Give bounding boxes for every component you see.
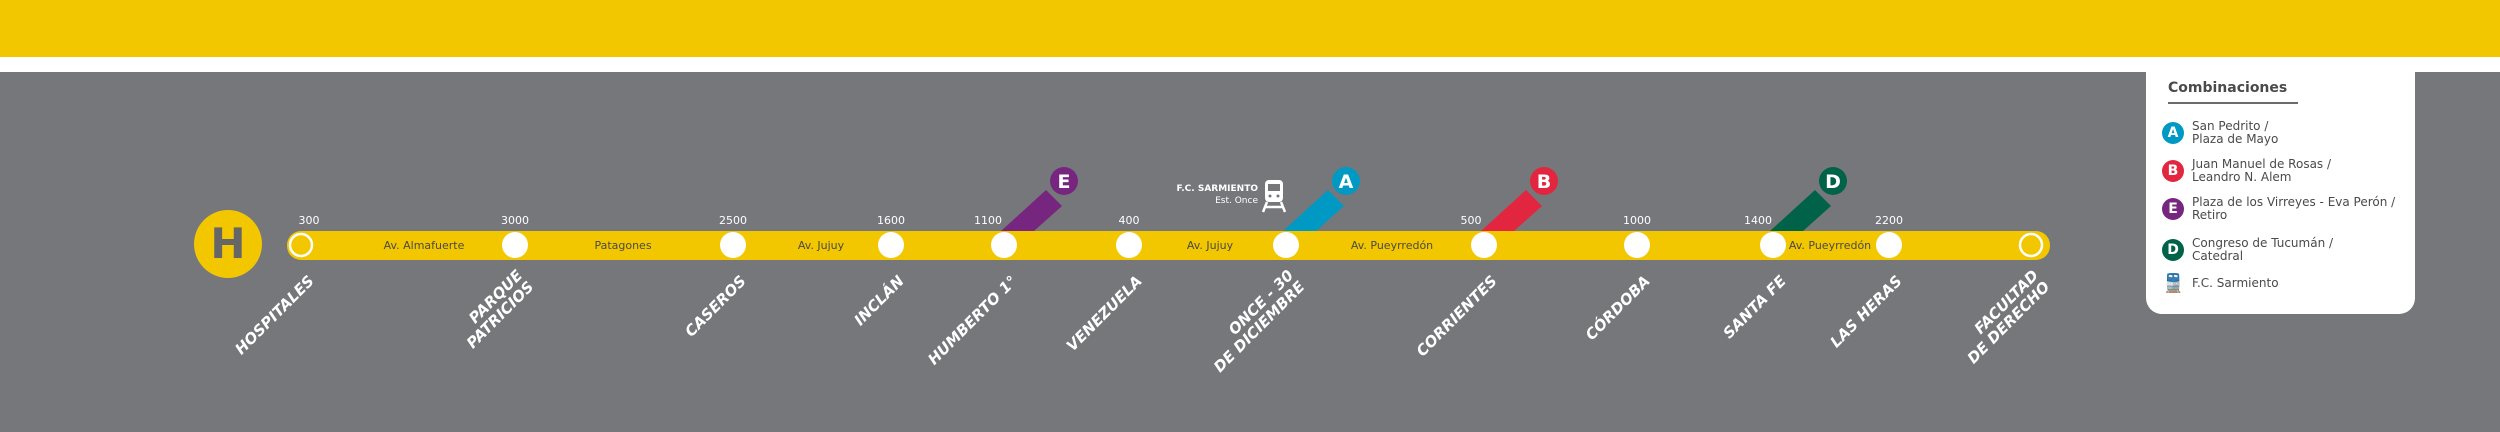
top-white-strip: [0, 57, 2500, 72]
line-a-letter: A: [1339, 171, 1354, 193]
legend-item: E Plaza de los Virreyes - Eva Perón /Reti…: [2162, 196, 2395, 222]
legend-item-text: Juan Manuel de Rosas /Leandro N. Alem: [2192, 157, 2332, 184]
transfer-connector-b: [1481, 190, 1542, 231]
street-number: 300: [299, 214, 320, 227]
street-label: Av. Pueyrredón: [1789, 239, 1871, 252]
street-number: 2500: [719, 214, 747, 227]
legend-item-text: Plaza de los Virreyes - Eva Perón /Retir…: [2192, 195, 2396, 222]
line-a-badge[interactable]: [1332, 167, 1360, 195]
station-marker: [1273, 232, 1299, 258]
station-name: CASEROS: [681, 272, 749, 340]
street-number: 1600: [877, 214, 905, 227]
train-station-name: Est. Once: [1215, 196, 1258, 206]
terminal-station-marker: [288, 232, 314, 258]
station-marker: [1624, 232, 1650, 258]
street-label: Patagones: [594, 239, 651, 252]
street-number: 500: [1461, 214, 1482, 227]
line-b-letter: B: [1537, 171, 1551, 193]
transfer-connector-d: [1770, 190, 1831, 231]
street-label: Av. Pueyrredón: [1351, 239, 1433, 252]
street-label: Av. Jujuy: [798, 239, 845, 252]
line-e-letter: E: [1058, 171, 1071, 193]
train-line-name: F.C. SARMIENTO: [1176, 184, 1258, 194]
street-number: 1100: [974, 214, 1002, 227]
line-badge: [194, 210, 262, 278]
line-e-icon: E: [2162, 198, 2184, 220]
terminal-station-marker: [2018, 232, 2044, 258]
station-name: HUMBERTO 1°: [924, 272, 1020, 368]
legend-item-text: F.C. Sarmiento: [2192, 276, 2279, 290]
street-number: 1400: [1744, 214, 1772, 227]
street-label: Av. Jujuy: [1187, 239, 1234, 252]
station-name: LAS HERAS: [1827, 272, 1906, 351]
street-label: Av. Almafuerte: [384, 239, 465, 252]
station-marker: [878, 232, 904, 258]
line-b-badge[interactable]: [1530, 167, 1558, 195]
station-marker: [720, 232, 746, 258]
legend-item: D Congreso de Tucumán /Catedral: [2162, 237, 2333, 263]
street-number: 400: [1119, 214, 1140, 227]
top-yellow-band: [0, 0, 2500, 57]
legend-item: A San Pedrito /Plaza de Mayo: [2162, 120, 2278, 146]
street-number: 3000: [501, 214, 529, 227]
line-d-letter: D: [1825, 171, 1841, 193]
street-number: 2200: [1875, 214, 1903, 227]
line-a-icon: A: [2162, 122, 2184, 144]
line-e-badge[interactable]: [1050, 167, 1078, 195]
station-name: SANTA FE: [1719, 271, 1790, 342]
station-name: VENEZUELA: [1063, 272, 1146, 355]
train-icon: 🚆: [2162, 273, 2185, 294]
legend-item: 🚆 F.C. Sarmiento: [2162, 273, 2279, 294]
station-marker: [991, 232, 1017, 258]
station-marker: [1876, 232, 1902, 258]
station-marker: [1471, 232, 1497, 258]
legend-item: B Juan Manuel de Rosas /Leandro N. Alem: [2162, 158, 2331, 184]
line-d-badge[interactable]: [1819, 167, 1847, 195]
line-d-icon: D: [2162, 239, 2184, 261]
legend-item-text: Congreso de Tucumán /Catedral: [2192, 236, 2334, 263]
street-number: 1000: [1623, 214, 1651, 227]
legend-title: Combinaciones: [2168, 80, 2298, 104]
line-letter: H: [210, 219, 245, 268]
station-marker: [1760, 232, 1786, 258]
train-icon: [1261, 180, 1287, 213]
station-name: HOSPITALES: [231, 272, 317, 358]
station-name: CORRIENTES: [1413, 272, 1501, 360]
station-marker: [502, 232, 528, 258]
transfer-connector-e: [1001, 190, 1062, 231]
station-name: INCLÁN: [850, 271, 908, 329]
station-name: CÓRDOBA: [1581, 271, 1654, 344]
transfer-connector-a: [1283, 190, 1344, 231]
station-marker: [1116, 232, 1142, 258]
legend-item-text: San Pedrito /Plaza de Mayo: [2192, 119, 2279, 146]
legend-panel: Combinaciones A San Pedrito /Plaza de May…: [2146, 72, 2415, 314]
line-b-icon: B: [2162, 160, 2184, 182]
